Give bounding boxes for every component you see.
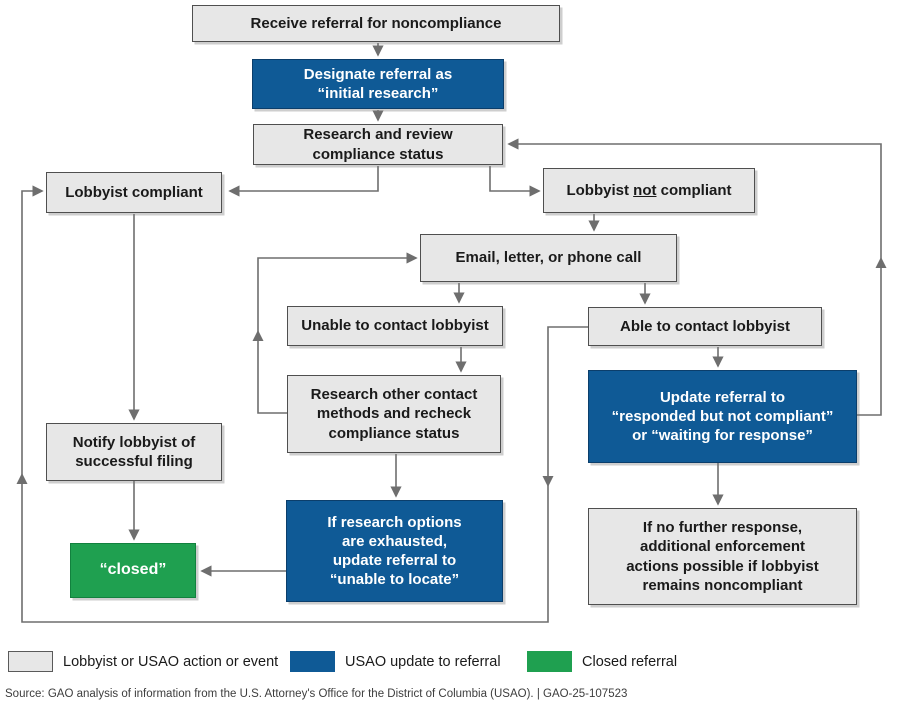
node-text: Able to contact lobbyist bbox=[619, 317, 790, 335]
node-if-research-exhausted: If research options are exhausted, updat… bbox=[286, 500, 503, 602]
mid-arrow-up-email-loop bbox=[252, 330, 264, 341]
legend-label: USAO update to referral bbox=[345, 653, 501, 670]
source-note: Source: GAO analysis of information from… bbox=[5, 688, 628, 700]
legend-label: Closed referral bbox=[582, 653, 678, 670]
node-designate-initial-research: Designate referral as “initial research” bbox=[252, 59, 504, 109]
connector-research-to-compliant bbox=[228, 166, 379, 197]
mid-arrow-up-left-loop bbox=[16, 473, 28, 484]
node-lobbyist-compliant: Lobbyist compliant bbox=[46, 172, 222, 213]
node-lobbyist-not-compliant: Lobbyist not compliant bbox=[543, 168, 755, 213]
node-able-to-contact: Able to contact lobbyist bbox=[588, 307, 822, 346]
mid-arrow-up-right-loop bbox=[875, 257, 887, 268]
connector-update-to-research-loop bbox=[507, 138, 882, 416]
node-text: additional enforcement bbox=[639, 538, 806, 556]
node-text: If research options bbox=[327, 513, 462, 531]
node-text: compliance status bbox=[312, 145, 444, 163]
node-text: update referral to bbox=[332, 552, 457, 569]
node-closed: “closed” bbox=[70, 543, 196, 598]
node-text: methods and recheck bbox=[316, 405, 472, 423]
node-notify-lobbyist: Notify lobbyist of successful filing bbox=[46, 423, 222, 481]
legend-swatch-green bbox=[527, 651, 572, 672]
node-text: are exhausted, bbox=[341, 532, 448, 550]
node-text: Lobbyist compliant bbox=[65, 183, 203, 201]
node-text: “unable to locate” bbox=[329, 571, 460, 589]
connector-able-to-compliant-loop bbox=[21, 185, 588, 623]
node-text: Notify lobbyist of bbox=[72, 433, 196, 451]
node-text: Research other contact bbox=[310, 386, 478, 404]
node-research-review: Research and review compliance status bbox=[253, 124, 503, 165]
connector-research-to-notcompliant bbox=[489, 166, 541, 197]
node-receive-referral: Receive referral for noncompliance bbox=[192, 5, 560, 42]
node-text: Lobbyist not compliant bbox=[566, 181, 732, 199]
legend-label: Lobbyist or USAO action or event bbox=[63, 653, 279, 670]
node-text: or “waiting for response” bbox=[632, 427, 813, 445]
underlined-not: not bbox=[633, 181, 657, 199]
legend-swatch-blue bbox=[290, 651, 335, 672]
node-text: Email, letter, or phone call bbox=[455, 249, 642, 267]
node-text: compliance status bbox=[328, 424, 460, 442]
node-text: successful filing bbox=[75, 453, 193, 470]
node-text: remains noncompliant bbox=[642, 576, 803, 594]
node-research-other-contact: Research other contact methods and reche… bbox=[287, 375, 501, 453]
node-update-responded: Update referral to “responded but not co… bbox=[588, 370, 857, 463]
node-text: actions possible if lobbyist bbox=[626, 557, 819, 575]
node-text: “initial research” bbox=[317, 85, 439, 102]
node-text: “closed” bbox=[99, 561, 167, 579]
legend-item-closed: Closed referral bbox=[527, 651, 677, 672]
node-email-letter-phone: Email, letter, or phone call bbox=[420, 234, 677, 282]
node-text: “responded but not compliant” bbox=[611, 407, 834, 425]
node-text: Receive referral for noncompliance bbox=[250, 14, 502, 32]
node-text: Designate referral as bbox=[303, 65, 453, 83]
legend-swatch-gray bbox=[8, 651, 53, 672]
node-text: Update referral to bbox=[659, 388, 786, 406]
legend-item-action: Lobbyist or USAO action or event bbox=[8, 651, 278, 672]
node-text: Unable to contact lobbyist bbox=[301, 317, 489, 335]
node-if-no-further-response: If no further response, additional enfor… bbox=[588, 508, 857, 605]
node-text: Research and review bbox=[303, 126, 453, 144]
node-text: If no further response, bbox=[642, 519, 803, 537]
legend-item-update: USAO update to referral bbox=[290, 651, 501, 672]
node-unable-to-contact: Unable to contact lobbyist bbox=[287, 306, 503, 346]
mid-arrow-down-left-loop bbox=[542, 476, 554, 487]
